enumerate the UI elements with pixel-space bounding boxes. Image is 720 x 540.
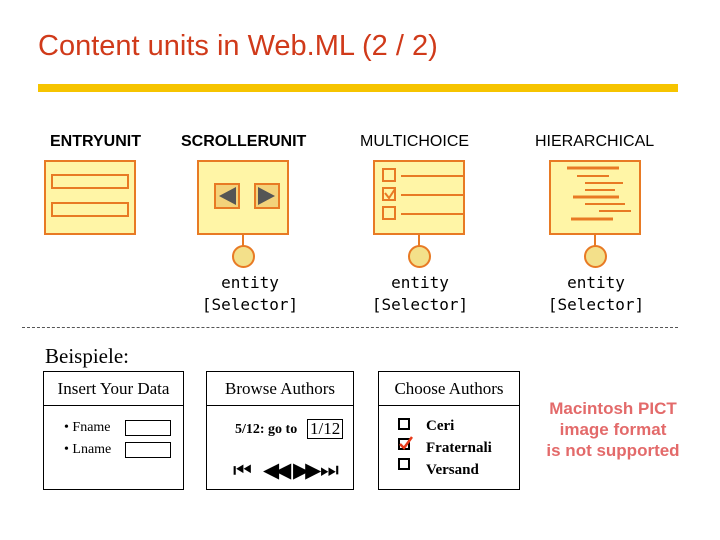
next-page-icon[interactable]: ▶▶ bbox=[293, 458, 321, 482]
multichoice-entity-label: entity [Selector] bbox=[371, 273, 469, 314]
previous-page-icon[interactable]: ◀◀ bbox=[263, 458, 291, 482]
entryunit-icon bbox=[44, 160, 136, 235]
checkbox-ceri[interactable] bbox=[398, 418, 410, 430]
entryunit-label: ENTRYUNIT bbox=[50, 133, 141, 150]
entry-example-form: Insert Your Data • Fname • Lname bbox=[43, 371, 184, 490]
scrollerunit-icon bbox=[197, 160, 289, 235]
multichoice-list-icon bbox=[382, 168, 465, 220]
hierarchical-entity-label: entity [Selector] bbox=[547, 273, 645, 314]
hierarchicalunit-icon bbox=[549, 160, 641, 235]
author-fraternali-label: Fraternali bbox=[426, 440, 492, 456]
multichoice-connector-knob bbox=[408, 245, 431, 268]
author-ceri-label: Ceri bbox=[426, 418, 455, 434]
multichoice-label: MULTICHOICE bbox=[360, 133, 470, 150]
page-number-input[interactable]: 1/12 bbox=[307, 419, 344, 439]
last-page-icon[interactable]: ⏭ bbox=[320, 458, 339, 482]
goto-label: 5/12: go to bbox=[235, 422, 298, 437]
first-page-icon[interactable]: ⏮ bbox=[233, 458, 252, 482]
lname-label: • Lname bbox=[64, 442, 112, 457]
section-divider bbox=[22, 327, 678, 328]
examples-heading: Beispiele: bbox=[45, 344, 129, 368]
checkbox-fraternali[interactable] bbox=[398, 436, 413, 450]
unsupported-image-placeholder: Macintosh PICT image format is not suppo… bbox=[546, 399, 680, 460]
checkbox-versand[interactable] bbox=[398, 458, 410, 470]
hierarchical-tree-icon bbox=[567, 166, 631, 221]
slide-title: Content units in Web.ML (2 / 2) bbox=[38, 30, 438, 62]
hierarchical-connector-knob bbox=[584, 245, 607, 268]
fname-label: • Fname bbox=[64, 420, 111, 435]
title-accent-bar bbox=[38, 84, 678, 92]
lname-input[interactable] bbox=[125, 442, 171, 458]
scroller-example-title: Browse Authors bbox=[207, 372, 353, 406]
entry-field-shape bbox=[51, 202, 129, 217]
multichoice-example-form: Choose Authors Ceri Fraternali Versand bbox=[378, 371, 520, 490]
multichoice-example-title: Choose Authors bbox=[379, 372, 519, 406]
scroller-entity-label: entity [Selector] bbox=[201, 273, 299, 314]
author-versand-label: Versand bbox=[426, 462, 479, 478]
fname-input[interactable] bbox=[125, 420, 171, 436]
entry-example-title: Insert Your Data bbox=[44, 372, 183, 406]
check-mark-icon bbox=[399, 436, 413, 450]
entry-field-shape bbox=[51, 174, 129, 189]
hierarchical-label: HIERARCHICAL bbox=[535, 133, 655, 150]
scroller-arrows-icon bbox=[214, 183, 280, 209]
scroller-example-form: Browse Authors 5/12: go to 1/12 bbox=[206, 371, 354, 490]
scroller-connector-knob bbox=[232, 245, 255, 268]
scrollerunit-label: SCROLLERUNIT bbox=[181, 133, 307, 150]
multichoiceunit-icon bbox=[373, 160, 465, 235]
